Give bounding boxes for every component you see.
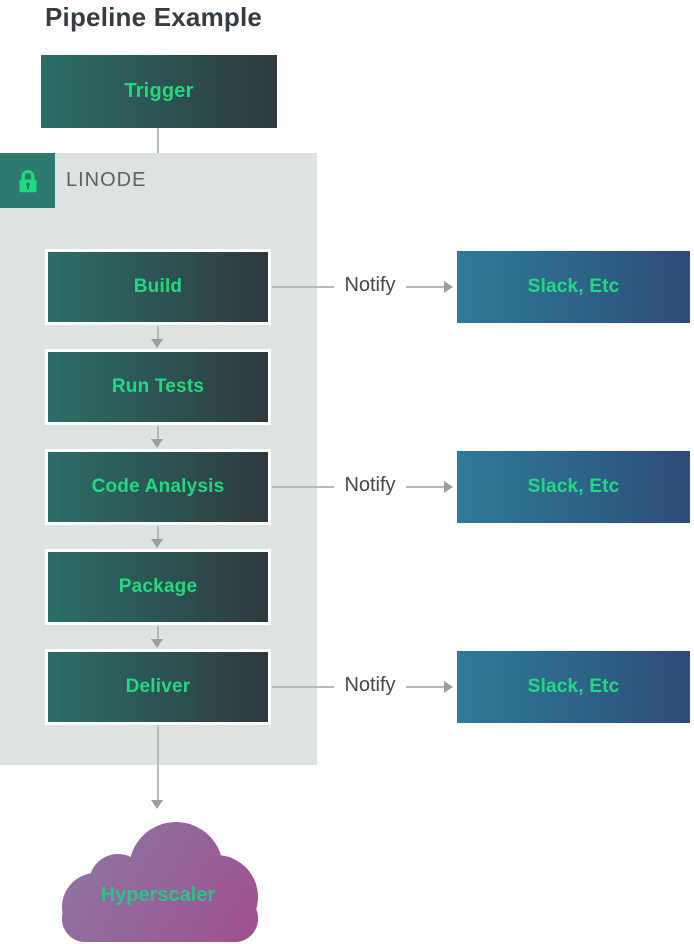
node-build: Build [45,249,271,325]
linode-panel-label: LINODE [66,169,147,191]
node-run-tests-label: Run Tests [111,376,205,397]
notify-line-build [272,286,334,288]
slack-node-deliver: Slack, Etc [457,651,690,723]
node-package: Package [45,549,271,625]
slack-node-deliver-label: Slack, Etc [527,676,620,697]
page-title: Pipeline Example [45,2,263,32]
notify-arrow-head-deliver [444,681,453,693]
notify-line-codeanalysis [272,486,334,488]
node-deliver: Deliver [45,649,271,725]
arrow-line-build-to-runtests [157,326,159,339]
node-run-tests: Run Tests [45,349,271,425]
notify-label-codeanalysis: Notify [344,474,396,496]
node-build-label: Build [133,276,183,297]
notify-arrow-line-build [406,286,444,288]
node-code-analysis-label: Code Analysis [91,476,225,497]
arrow-head-package-to-deliver [151,639,163,648]
arrow-head-build-to-runtests [151,339,163,348]
notify-label-build: Notify [344,274,396,296]
lock-badge [0,153,55,208]
cloud-label: Hyperscaler [100,884,216,906]
trigger-node-label: Trigger [124,80,194,102]
node-package-label: Package [118,576,198,597]
trigger-node: Trigger [41,55,277,128]
notify-arrow-line-deliver [406,686,444,688]
slack-node-codeanalysis: Slack, Etc [457,451,690,523]
arrow-line-codeanalysis-to-package [157,526,159,539]
slack-node-build-label: Slack, Etc [527,276,620,297]
notify-line-deliver [272,686,334,688]
arrow-head-codeanalysis-to-package [151,539,163,548]
notify-arrow-head-build [444,281,453,293]
notify-label-deliver: Notify [344,674,396,696]
node-deliver-label: Deliver [125,676,191,697]
arrow-line-runtests-to-codeanalysis [157,426,159,439]
notify-arrow-head-codeanalysis [444,481,453,493]
arrow-head-runtests-to-codeanalysis [151,439,163,448]
arrow-head-deliver-to-cloud [151,800,163,809]
arrow-line-deliver-to-cloud [157,725,159,800]
arrow-line-package-to-deliver [157,626,159,639]
cloud-shape [62,822,258,942]
slack-node-build: Slack, Etc [457,251,690,323]
lock-icon [19,169,36,192]
node-code-analysis: Code Analysis [45,449,271,525]
slack-node-codeanalysis-label: Slack, Etc [527,476,620,497]
notify-arrow-line-codeanalysis [406,486,444,488]
